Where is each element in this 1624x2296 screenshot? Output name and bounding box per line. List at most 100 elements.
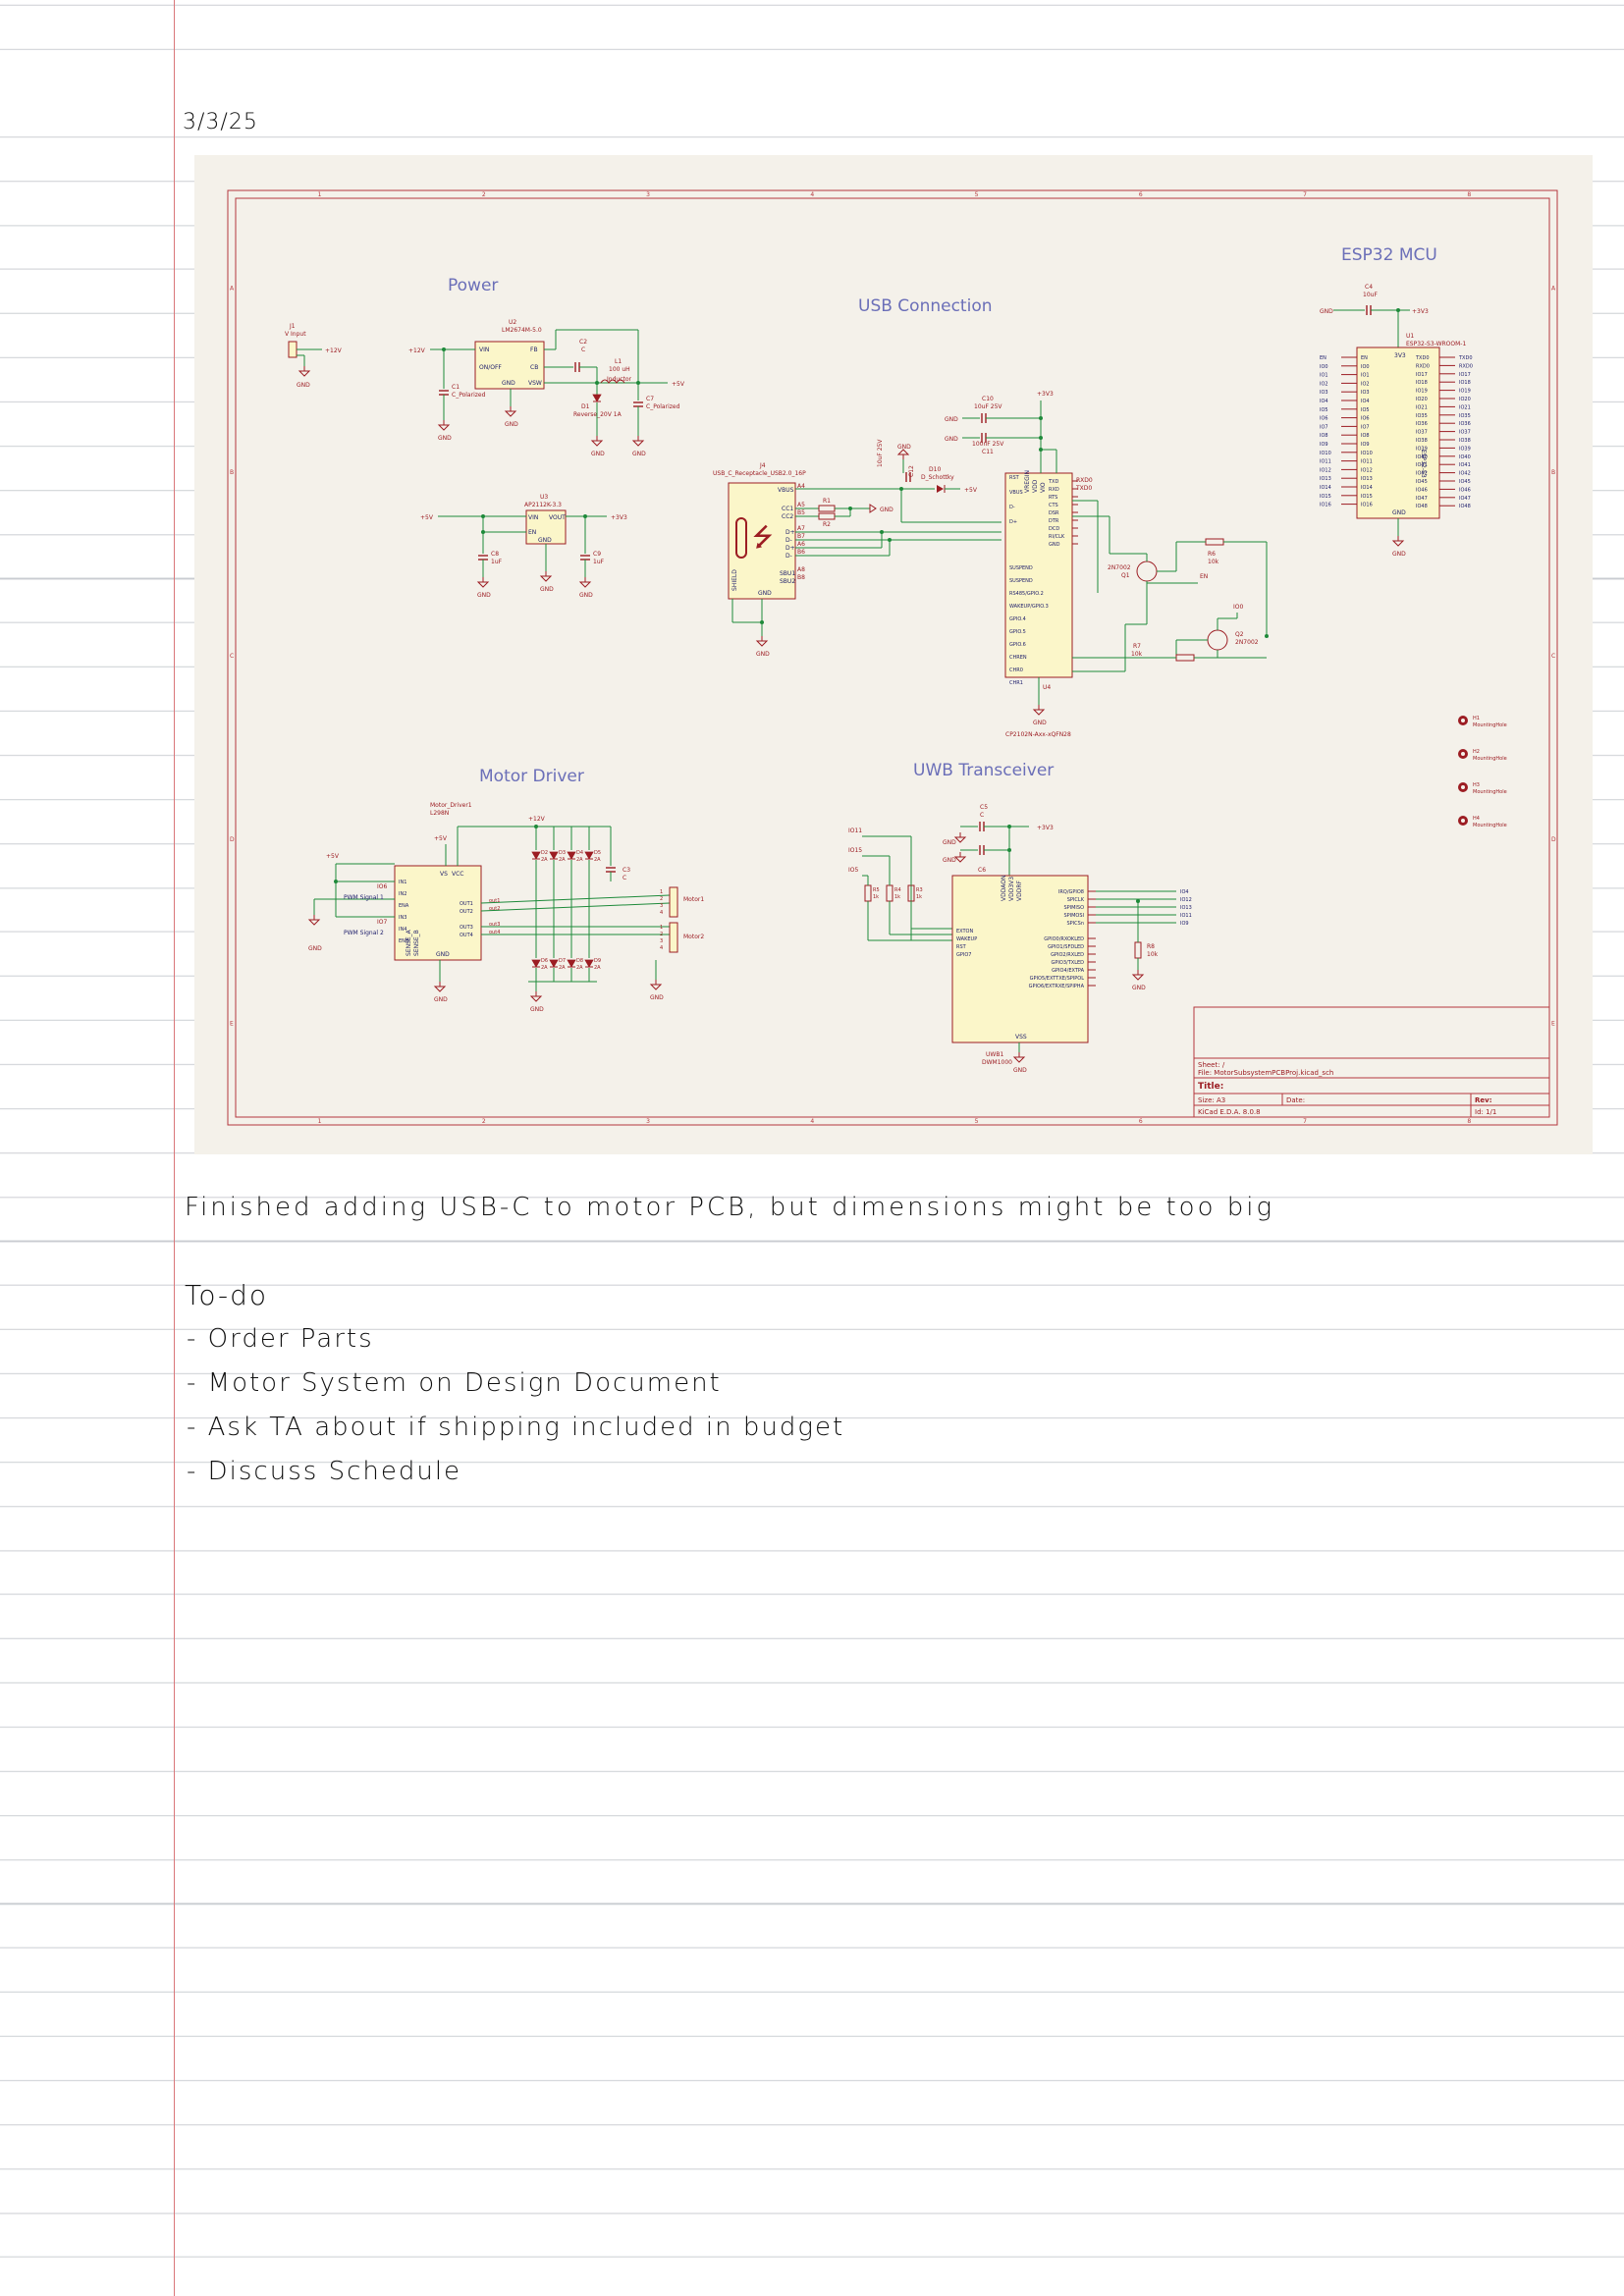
border-row-label: D	[1551, 836, 1556, 843]
esp-net-label: IO38	[1459, 438, 1471, 444]
border-row-label: C	[1551, 653, 1555, 660]
flyback-diode	[584, 959, 594, 968]
pwm1-label: PWM Signal 1	[344, 894, 384, 901]
c6-ref: C6	[978, 867, 986, 874]
svg-text:GND: GND	[538, 537, 552, 544]
c1-value: C_Polarized	[452, 392, 486, 399]
esp-pin-label: IO13	[1361, 476, 1373, 482]
svg-text:D-: D-	[785, 537, 792, 544]
esp-net-label: IO14	[1320, 485, 1331, 491]
uwb-resistor-ref: R5	[873, 887, 880, 893]
section-title-usb: USB Connection	[858, 296, 993, 316]
esp-pin-label: IO5	[1361, 407, 1370, 413]
ldo-out-net: +3V3	[611, 514, 627, 521]
c7-ref: C7	[646, 396, 654, 402]
u4-pin-label: CHR0	[1009, 667, 1023, 673]
flyback-diode	[531, 851, 541, 860]
esp-pin-label: IO4	[1361, 399, 1370, 404]
svg-text:GND: GND	[758, 590, 772, 597]
motor-output-wire	[480, 894, 671, 904]
svg-text:CC2: CC2	[782, 513, 793, 520]
svg-text:GND: GND	[632, 451, 646, 457]
diode-value: 2A	[559, 857, 566, 863]
esp-net-label: TXD0	[1458, 355, 1473, 361]
power-vout-net: +5V	[672, 381, 685, 388]
r8-ref: R8	[1147, 943, 1155, 950]
motor-driver-pin-label: IN2	[399, 891, 406, 897]
c2-ref: C2	[579, 339, 587, 346]
svg-text:SENSE_A: SENSE_A	[406, 929, 412, 956]
motor1-label: Motor1	[683, 896, 704, 903]
diode-value: 2A	[594, 965, 601, 971]
svg-text:D-: D-	[785, 553, 792, 560]
svg-text:VBUS: VBUS	[778, 487, 794, 494]
u4-pin-label: GND	[1049, 542, 1060, 548]
esp-pin-label: IO15	[1361, 494, 1373, 500]
uwb-resistor-ref: R4	[894, 887, 901, 893]
motor-output-net: out1	[489, 898, 500, 904]
motor-driver-value: L298N	[430, 810, 449, 817]
mounting-hole-value: MountingHole	[1473, 823, 1507, 828]
svg-text:GND: GND	[505, 421, 518, 428]
uwb-pin-label: SPIMOSI	[1063, 913, 1084, 919]
svg-text:A8: A8	[797, 566, 805, 573]
border-col-label: 8	[1467, 1118, 1471, 1125]
svg-text:A7: A7	[797, 525, 805, 532]
svg-text:+5V: +5V	[326, 853, 340, 860]
q2-ref: Q2	[1235, 631, 1244, 638]
c7-value: C_Polarized	[646, 403, 680, 410]
u4-pin-label: CTS	[1049, 503, 1058, 508]
todo-item: - Order Parts	[187, 1324, 374, 1354]
motor-driver-pin-label: IN1	[399, 880, 406, 885]
esp-pin-label: IO37	[1416, 430, 1428, 436]
u4-pin-label: RST	[1009, 475, 1020, 481]
esp-net-label: IO6	[1320, 416, 1328, 422]
esp-net-label: IO41	[1459, 462, 1471, 468]
svg-text:GND: GND	[650, 994, 664, 1001]
c3-ref: C3	[623, 867, 630, 874]
flyback-diode	[567, 851, 576, 860]
diode-value: 2A	[594, 857, 601, 863]
svg-text:3V3: 3V3	[1394, 352, 1406, 359]
border-col-label: 3	[646, 1118, 650, 1125]
j4-value: USB_C_Receptacle_USB2.0_16P	[713, 470, 806, 477]
uwb-right-pins: IRQ/GPIO8SPICLKSPIMISOSPIMOSISPICSnGPIO0…	[1029, 889, 1192, 989]
border-col-label: 3	[646, 191, 650, 198]
motor-output-wire	[480, 902, 671, 912]
diode-ref: D6	[541, 958, 548, 964]
esp-pin-label: IO2	[1361, 381, 1370, 387]
esp-pin-label: IO8	[1361, 433, 1370, 439]
uwb-resistor-value: 1k	[894, 894, 900, 900]
svg-text:+5V: +5V	[964, 487, 978, 494]
svg-text:+5V: +5V	[434, 835, 448, 842]
svg-text:VIN: VIN	[528, 514, 538, 521]
note-date: 3/3/25	[183, 110, 258, 134]
svg-text:B7: B7	[797, 533, 805, 540]
motor-driver-pin-label: IN3	[399, 915, 406, 921]
svg-text:10k: 10k	[1147, 951, 1159, 958]
uwb-pin-label: SPIMISO	[1063, 905, 1084, 911]
uwb-pin-label: GPIO1/SFDLED	[1048, 944, 1084, 950]
svg-text:GND: GND	[1392, 509, 1406, 516]
svg-text:GND: GND	[943, 839, 956, 846]
svg-text:D_Schottky: D_Schottky	[921, 474, 954, 481]
uwb-resistor	[864, 884, 872, 902]
esp-net-label: IO35	[1459, 413, 1471, 419]
motor-driver-pin-label: OUT4	[460, 933, 473, 938]
motor-output-net: out2	[489, 906, 500, 912]
diode-ref: D9	[594, 958, 601, 964]
uwb-pin-label: GPIO4/EXTPA	[1052, 968, 1084, 974]
esp-net-label: EN	[1320, 355, 1326, 361]
tb-sheet: Sheet: /	[1198, 1061, 1225, 1069]
svg-text:IO15: IO15	[848, 847, 862, 854]
border-row-label: C	[230, 653, 234, 660]
esp-net-label: IO20	[1459, 397, 1471, 402]
j1-net: +12V	[325, 347, 343, 354]
esp-pin-label: IO41	[1416, 462, 1428, 468]
svg-text:FB: FB	[530, 347, 538, 353]
note-text: Finished adding USB-C to motor PCB, but …	[185, 1193, 1275, 1222]
